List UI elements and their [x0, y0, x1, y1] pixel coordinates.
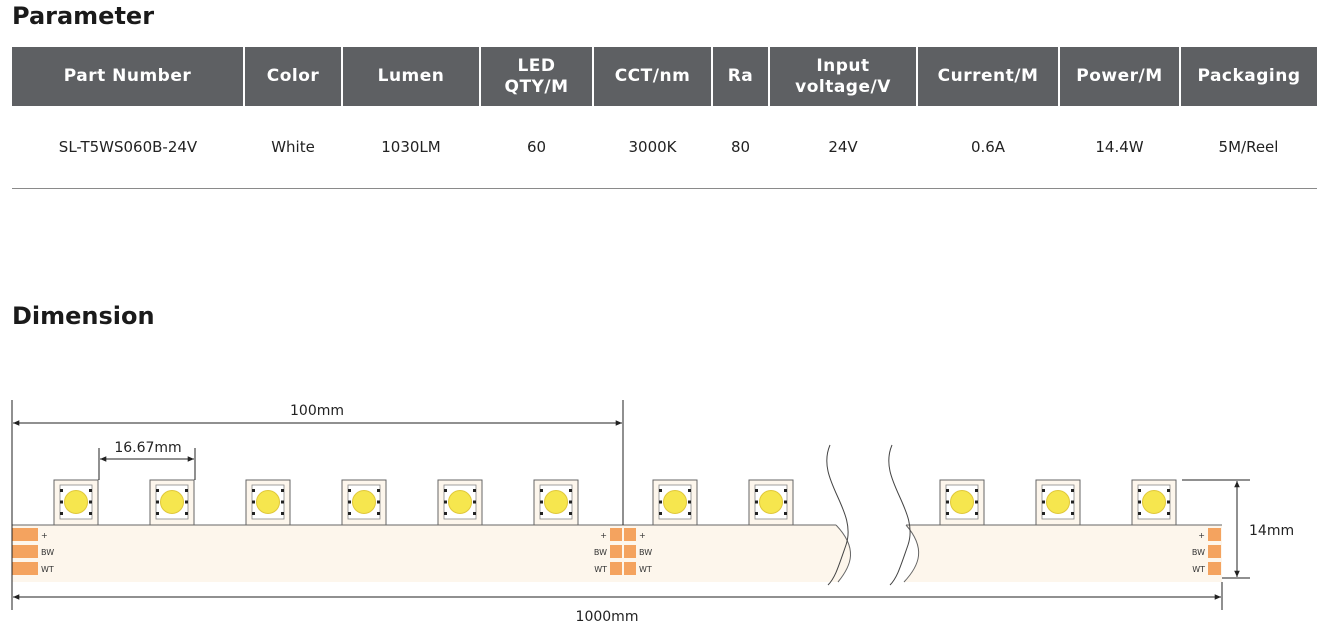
parameter-table: Part Number Color Lumen LED QTY/M CCT/nm…	[12, 47, 1317, 189]
cell-led-qty: 60	[480, 106, 593, 189]
strip-body-left	[12, 524, 851, 583]
header-power: Power/M	[1059, 47, 1181, 106]
led-chip	[341, 479, 387, 526]
svg-text:WT: WT	[1192, 565, 1205, 574]
break-line-left	[826, 444, 849, 586]
led-chip	[533, 479, 579, 526]
svg-text:WT: WT	[594, 565, 607, 574]
led-chip	[437, 479, 483, 526]
dimension-strip-width: 14mm	[1234, 481, 1294, 577]
dimension-title: Dimension	[12, 302, 155, 330]
svg-text:BW: BW	[639, 548, 652, 557]
led-chip	[149, 479, 195, 526]
svg-text:BW: BW	[41, 548, 54, 557]
header-part-number: Part Number	[12, 47, 245, 106]
parameter-title: Parameter	[12, 2, 155, 30]
cell-lumen: 1030LM	[342, 106, 480, 189]
strip-dimension-drawing: + BW WT + BW WT + BW WT + BW WT 100mm	[11, 400, 1294, 625]
svg-text:100mm: 100mm	[290, 403, 344, 419]
header-ra: Ra	[712, 47, 770, 106]
solder-pads-right: + BW WT	[1192, 528, 1221, 575]
header-packaging: Packaging	[1180, 47, 1317, 106]
header-led-qty: LED QTY/M	[480, 47, 594, 106]
strip-body-right	[903, 524, 1222, 583]
led-chip	[1035, 479, 1081, 526]
svg-text:WT: WT	[41, 565, 54, 574]
led-chip	[53, 479, 99, 526]
header-cct: CCT/nm	[593, 47, 713, 106]
svg-text:+: +	[600, 531, 607, 540]
svg-text:1000mm: 1000mm	[576, 609, 639, 625]
svg-text:+: +	[41, 531, 48, 540]
break-line-right	[888, 444, 911, 586]
dimension-cut-length: 100mm	[13, 403, 622, 426]
cell-ra: 80	[712, 106, 769, 189]
cell-current: 0.6A	[917, 106, 1059, 189]
svg-text:+: +	[1198, 531, 1205, 540]
svg-text:16.67mm: 16.67mm	[114, 440, 181, 456]
led-chip	[245, 479, 291, 526]
solder-pads-left: + BW WT	[12, 528, 54, 575]
header-color: Color	[244, 47, 343, 106]
cell-power: 14.4W	[1059, 106, 1180, 189]
header-lumen: Lumen	[342, 47, 481, 106]
table-header-row: Part Number Color Lumen LED QTY/M CCT/nm…	[12, 47, 1317, 106]
svg-text:+: +	[639, 531, 646, 540]
cell-part-number: SL-T5WS060B-24V	[12, 106, 244, 189]
cell-color: White	[244, 106, 342, 189]
dimension-total-length: 1000mm	[13, 594, 1221, 625]
led-chip	[748, 479, 794, 526]
svg-text:BW: BW	[1192, 548, 1205, 557]
header-current: Current/M	[917, 47, 1060, 106]
svg-text:WT: WT	[639, 565, 652, 574]
svg-text:BW: BW	[594, 548, 607, 557]
svg-text:14mm: 14mm	[1249, 523, 1294, 539]
led-chip	[652, 479, 698, 526]
cell-cct: 3000K	[593, 106, 712, 189]
cell-input-voltage: 24V	[769, 106, 917, 189]
led-chip	[939, 479, 985, 526]
table-row: SL-T5WS060B-24V White 1030LM 60 3000K 80…	[12, 106, 1317, 189]
solder-pads-middle: + BW WT + BW WT	[594, 528, 652, 575]
dimension-led-pitch: 16.67mm	[100, 440, 194, 462]
led-chip	[1131, 479, 1177, 526]
cell-packaging: 5M/Reel	[1180, 106, 1317, 189]
header-input-voltage: Input voltage/V	[769, 47, 918, 106]
